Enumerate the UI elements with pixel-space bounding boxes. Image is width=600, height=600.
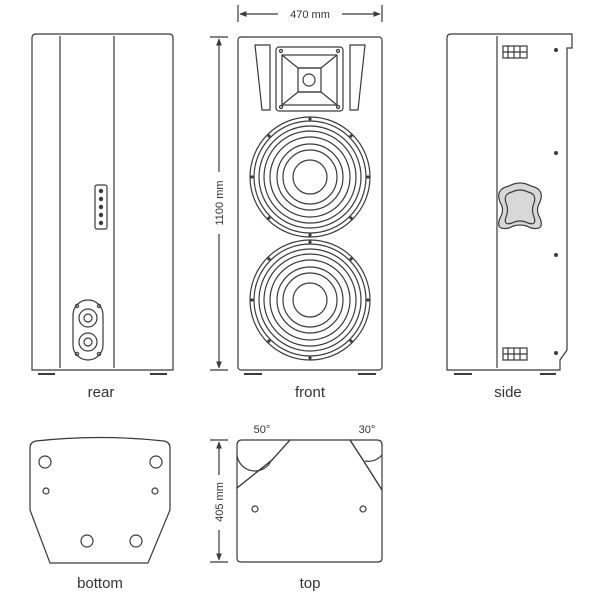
rear-connector-plate [72,299,104,361]
handle-icon [498,182,542,230]
rear-view-label: rear [88,384,115,401]
side-view-label: side [494,384,522,401]
side-view [446,33,573,375]
dimension-height [210,36,228,371]
width-dimension-label: 470 mm [290,9,330,21]
angle-left-label: 50° [254,424,271,436]
dust-cap-icon [292,159,328,195]
speakon-connector-icon [78,332,98,352]
top-view [236,439,383,563]
foot-socket-icon [80,534,94,548]
dust-cap-icon [292,282,328,318]
front-view-label: front [295,384,326,401]
dimension-depth [210,439,228,563]
dimension-width [237,5,383,22]
foot-socket-icon [38,455,52,469]
depth-dimension-label: 405 mm [214,482,226,522]
front-view [237,36,383,375]
woofer-upper [249,116,371,238]
rear-terminal-strip [94,184,108,230]
foot-socket-icon [129,534,143,548]
speakon-connector-icon [78,308,98,328]
horn-flange [275,46,344,112]
foot-socket-icon [149,455,163,469]
angle-arc-right [364,454,383,462]
top-view-label: top [300,575,321,592]
horn-throat [297,67,322,93]
height-dimension-label: 1100 mm [214,180,226,225]
woofer-lower [249,239,371,361]
rear-view [31,33,174,375]
bottom-view-label: bottom [77,575,123,592]
bottom-view [29,436,171,564]
angle-arc-left [236,454,272,472]
angle-right-label: 30° [359,424,376,436]
